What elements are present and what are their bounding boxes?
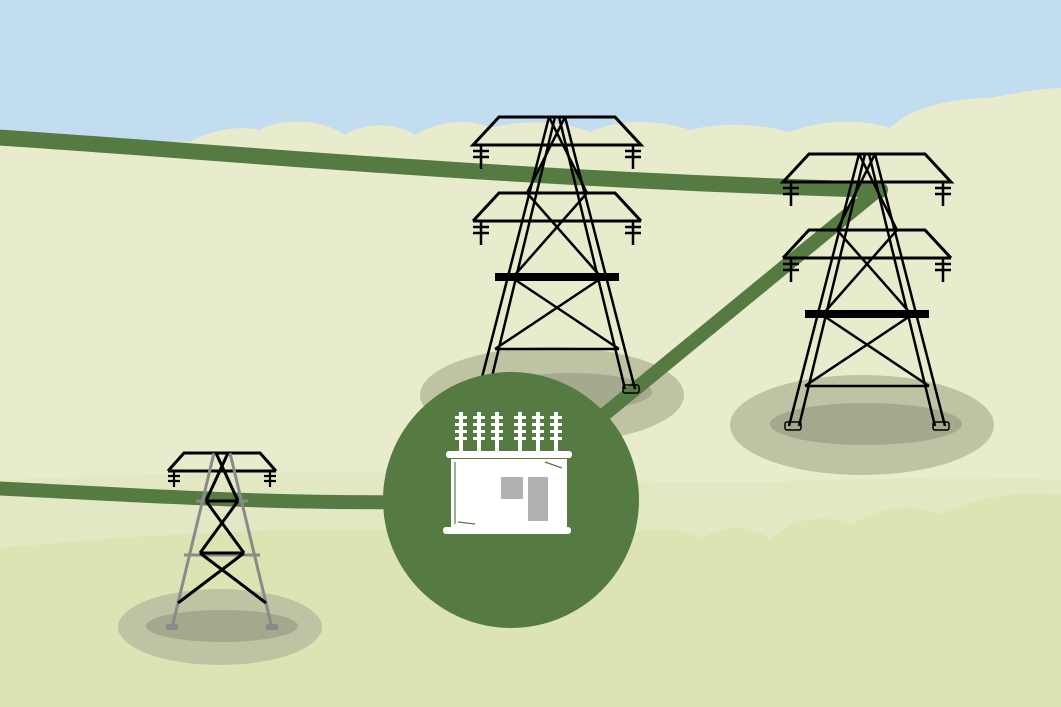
transformer-substation-icon (383, 372, 639, 628)
power-cables (0, 129, 888, 510)
